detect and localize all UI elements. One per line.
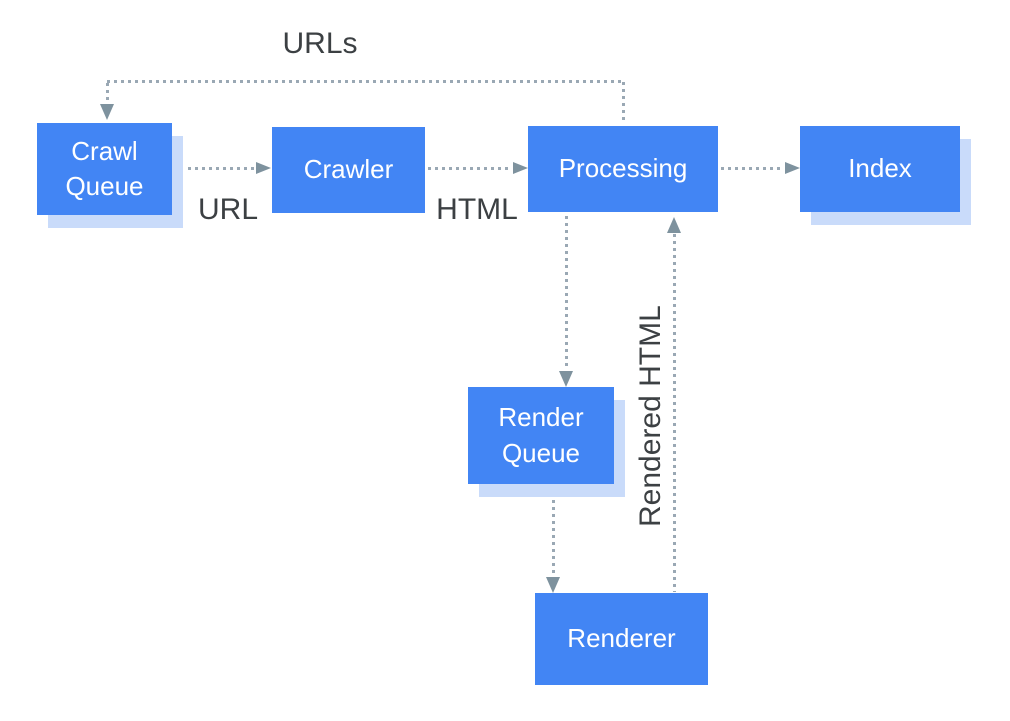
node-index-label: Index [848,153,912,184]
node-crawler: Crawler [272,127,425,213]
node-render-queue: Render Queue [468,387,614,484]
edge-label-html: HTML [436,193,518,226]
edge-label-urls: URLs [282,27,358,60]
edge-processing-index [721,167,784,170]
node-crawler-label: Crawler [303,154,394,185]
edge-crawlqueue-crawler [188,167,255,170]
node-index: Index [800,126,960,212]
node-crawl-queue-label: Crawl Queue [65,135,144,201]
edge-loop-to-crawlqueue-vertical [106,83,109,104]
edge-processing-renderqueue [565,216,568,370]
edge-loop-horizontal [107,80,624,83]
node-renderer-label: Renderer [567,623,676,654]
edge-crawler-processing [428,167,512,170]
arrowhead-right-into-index [785,162,800,174]
arrowhead-right-into-crawler [256,162,271,174]
edge-renderqueue-renderer [552,500,555,577]
node-processing-label: Processing [558,153,688,184]
arrowhead-down-into-renderer [546,577,560,593]
edge-label-url: URL [197,193,258,226]
node-processing: Processing [528,126,718,212]
edge-processing-to-loop-vertical [622,82,625,122]
edge-label-rendered-html: Rendered HTML [634,305,667,527]
node-renderer: Renderer [535,593,708,685]
arrowhead-up-into-processing [667,217,681,233]
edge-renderer-processing [673,234,676,592]
arrowhead-down-into-crawl-queue [100,104,114,120]
node-render-queue-label: Render Queue [498,402,584,468]
arrowhead-down-into-render-queue [559,371,573,387]
arrowhead-right-into-processing [513,162,528,174]
node-crawl-queue: Crawl Queue [37,123,172,215]
